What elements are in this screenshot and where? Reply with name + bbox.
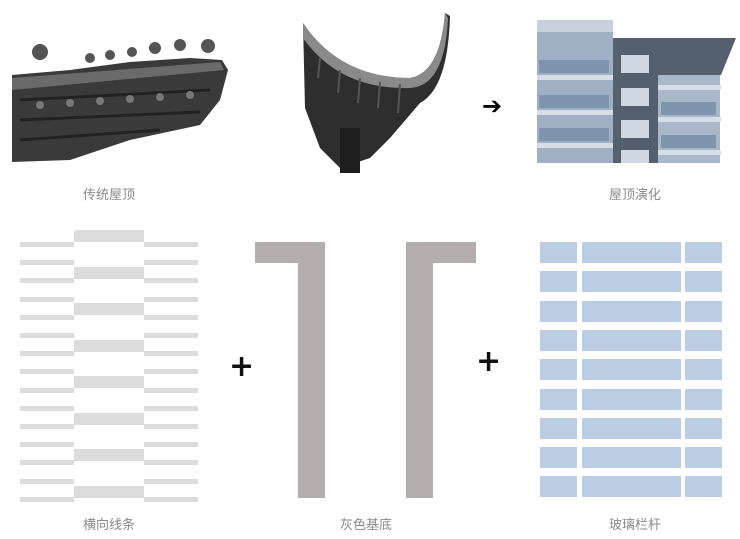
glass-panel xyxy=(540,447,577,468)
roof-eave-photo xyxy=(303,13,450,173)
glass-panel xyxy=(582,242,681,263)
stripe-center xyxy=(74,267,144,279)
glass-panel xyxy=(582,271,681,292)
stripe-right xyxy=(144,479,198,484)
stripe-right xyxy=(144,278,198,283)
plus-icon: + xyxy=(229,349,255,384)
glass-panel xyxy=(582,301,681,322)
stripe-center xyxy=(74,303,144,315)
label-traditional-roof: 传统屋顶 xyxy=(82,188,135,203)
glass-panel xyxy=(540,359,577,380)
stripe-right xyxy=(144,351,198,356)
label-horizontal-lines: 横向线条 xyxy=(82,518,135,533)
label-glass-railing: 玻璃栏杆 xyxy=(608,518,661,533)
stripe-left xyxy=(20,369,74,374)
glass-panel xyxy=(685,242,722,263)
stripe-left xyxy=(20,479,74,484)
stripe-right xyxy=(144,497,198,502)
stripe-right xyxy=(144,406,198,411)
label-gray-base: 灰色基底 xyxy=(339,518,392,533)
glass-panel xyxy=(685,389,722,410)
stripe-center xyxy=(74,230,144,242)
stripe-right xyxy=(144,442,198,447)
traditional-roof-photo xyxy=(12,39,228,162)
modern-building-photo xyxy=(537,20,736,163)
stripe-right xyxy=(144,242,198,247)
stripe-center xyxy=(74,486,144,498)
stripe-left xyxy=(20,460,74,465)
glass-panel xyxy=(582,476,681,497)
stripe-center xyxy=(74,376,144,388)
plus-icon: + xyxy=(476,344,502,379)
stripe-left xyxy=(20,388,74,393)
glass-panel xyxy=(685,271,722,292)
glass-panel xyxy=(540,330,577,351)
glass-panel xyxy=(582,389,681,410)
stripe-left xyxy=(20,424,74,429)
glass-panel xyxy=(540,389,577,410)
stripe-left xyxy=(20,260,74,265)
stripe-right xyxy=(144,315,198,320)
stripe-left xyxy=(20,297,74,302)
stripe-right xyxy=(144,424,198,429)
stripe-left xyxy=(20,315,74,320)
glass-panel xyxy=(540,271,577,292)
stripe-left xyxy=(20,333,74,338)
stripe-left xyxy=(20,406,74,411)
arrow-right-icon: ➔ xyxy=(482,92,503,120)
stripe-right xyxy=(144,297,198,302)
glass-panel xyxy=(582,359,681,380)
glass-panel xyxy=(685,418,722,439)
stripe-left xyxy=(20,242,74,247)
glass-panel xyxy=(685,476,722,497)
stripe-right xyxy=(144,388,198,393)
stripe-left xyxy=(20,442,74,447)
glass-panel xyxy=(540,242,577,263)
glass-panel xyxy=(582,447,681,468)
glass-panel xyxy=(582,330,681,351)
glass-panel xyxy=(540,301,577,322)
stripe-center xyxy=(74,449,144,461)
stripe-left xyxy=(20,278,74,283)
glass-panel xyxy=(540,476,577,497)
glass-panel xyxy=(685,447,722,468)
stripe-right xyxy=(144,460,198,465)
stripe-right xyxy=(144,369,198,374)
label-roof-evolution: 屋顶演化 xyxy=(608,188,661,203)
stripe-left xyxy=(20,351,74,356)
glass-panel xyxy=(685,301,722,322)
glass-panel xyxy=(685,330,722,351)
stripe-left xyxy=(20,497,74,502)
stripe-right xyxy=(144,333,198,338)
glass-panel xyxy=(685,359,722,380)
glass-panel xyxy=(540,418,577,439)
stripe-right xyxy=(144,260,198,265)
stripe-center xyxy=(74,413,144,425)
glass-panel xyxy=(582,418,681,439)
stripe-center xyxy=(74,340,144,352)
